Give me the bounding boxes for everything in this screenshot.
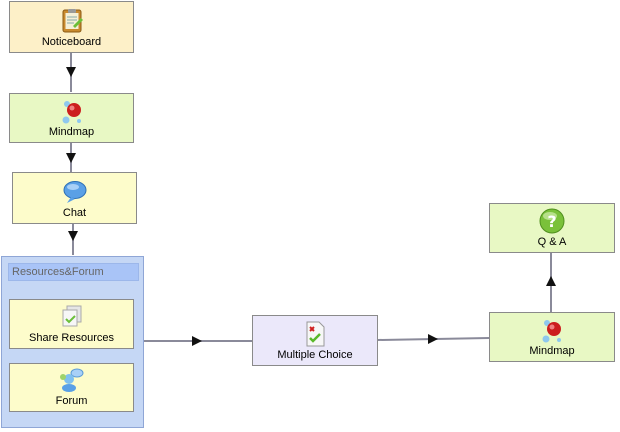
- activity-label: Q & A: [537, 236, 567, 248]
- activity-label: Forum: [55, 395, 88, 407]
- arrowhead-icon: [546, 276, 556, 286]
- activity-label: Chat: [62, 207, 87, 219]
- activity-label: Multiple Choice: [277, 349, 353, 361]
- forum-icon: [59, 368, 83, 392]
- multiple-choice-icon: [306, 321, 325, 347]
- activity-label: Mindmap: [529, 345, 575, 357]
- activity-noticeboard[interactable]: Noticeboard: [9, 1, 134, 53]
- activity-mindmap-2[interactable]: Mindmap: [489, 312, 615, 362]
- arrowhead-icon: [192, 336, 202, 346]
- share-resources-icon: [62, 305, 81, 327]
- svg-text:?: ?: [547, 212, 556, 231]
- activity-qa[interactable]: ? Q & A: [489, 203, 615, 253]
- activity-label: Share Resources: [29, 332, 114, 344]
- arrowhead-icon: [66, 153, 76, 163]
- mindmap-icon: [542, 320, 561, 343]
- activity-label: Mindmap: [48, 126, 95, 138]
- activity-multiple-choice[interactable]: Multiple Choice: [252, 315, 378, 366]
- arrowhead-icon: [428, 334, 438, 344]
- group-title: Resources&Forum: [8, 263, 139, 281]
- mindmap-icon: [62, 101, 81, 124]
- activity-share-resources[interactable]: Share Resources: [9, 299, 134, 349]
- activity-chat[interactable]: Chat: [12, 172, 137, 224]
- arrowhead-icon: [68, 231, 78, 241]
- question-icon: ?: [539, 208, 565, 234]
- chat-icon: [63, 181, 86, 203]
- activity-forum[interactable]: Forum: [9, 363, 134, 412]
- arrowhead-icon: [66, 67, 76, 77]
- noticeboard-icon: [62, 9, 83, 33]
- activity-label: Noticeboard: [41, 36, 102, 48]
- activity-mindmap[interactable]: Mindmap: [9, 93, 134, 143]
